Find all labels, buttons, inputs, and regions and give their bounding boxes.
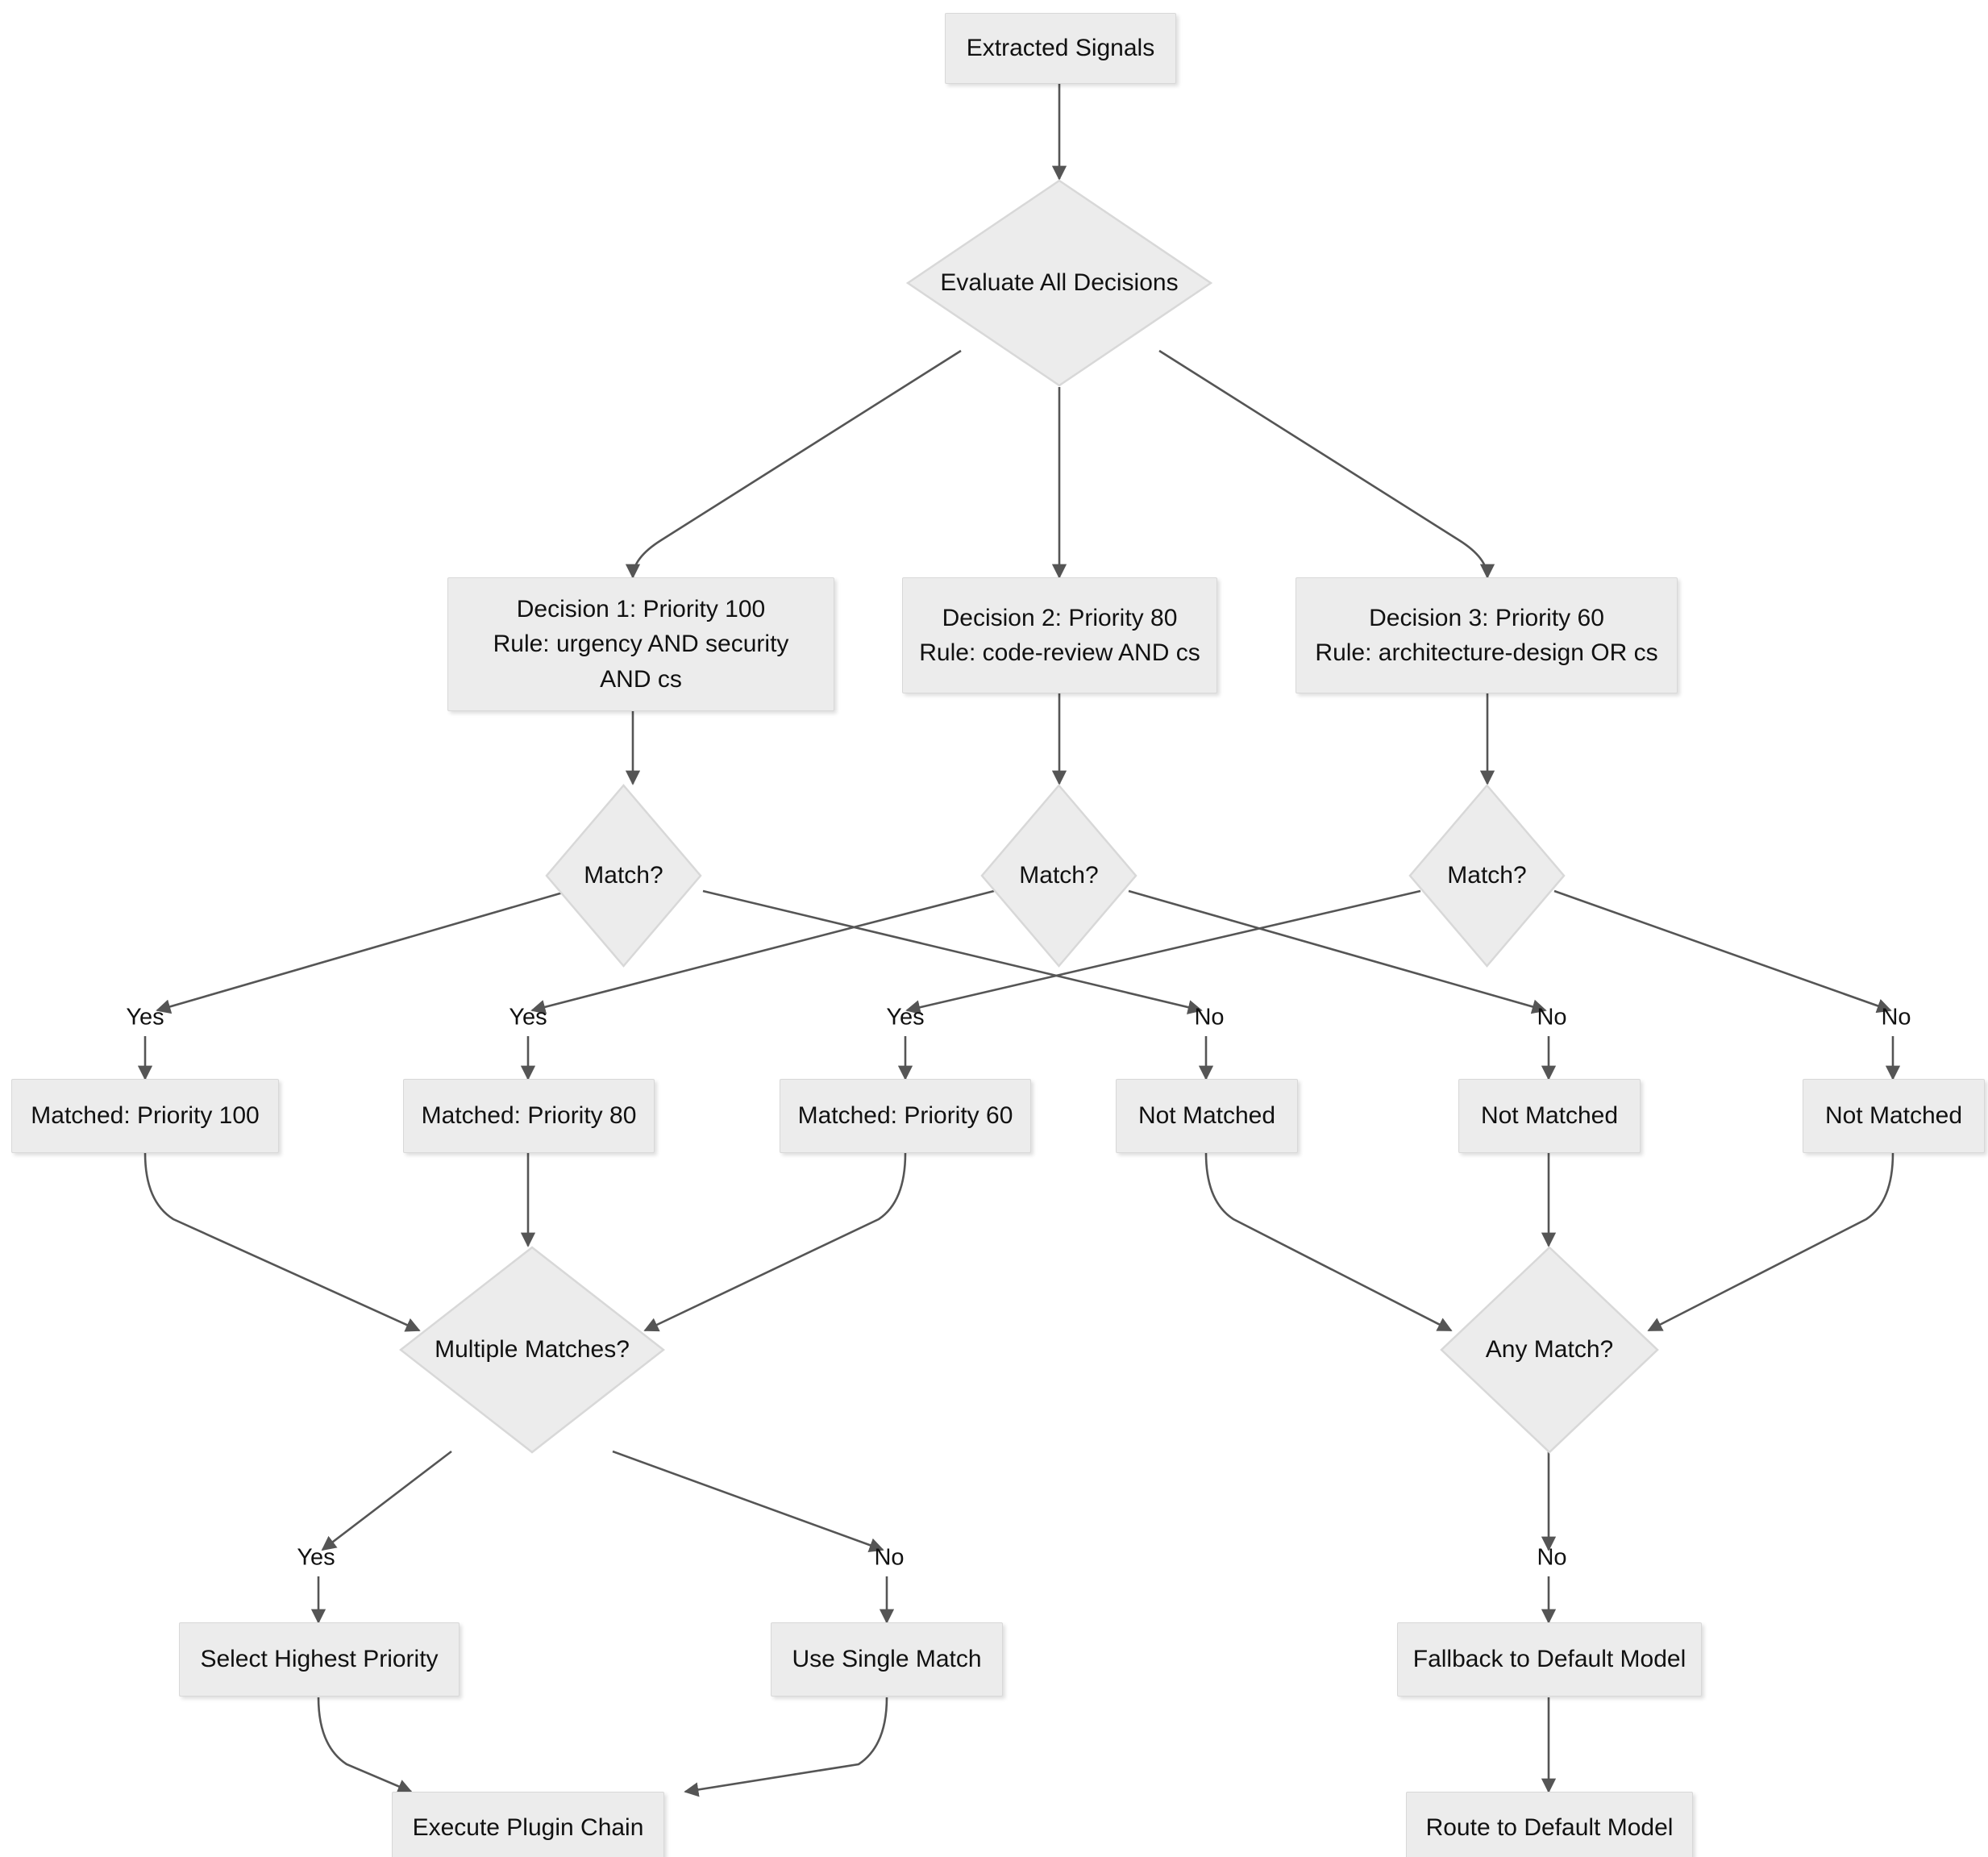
node-label: Not Matched	[1824, 1102, 1963, 1130]
node-label: Decision 1: Priority 100 Rule: urgency A…	[493, 595, 789, 693]
node-label: Select Highest Priority	[200, 1646, 439, 1673]
node-match-2[interactable]: Match?	[980, 784, 1137, 968]
node-any-match[interactable]: Any Match?	[1440, 1246, 1659, 1454]
node-multiple-matches[interactable]: Multiple Matches?	[399, 1246, 665, 1454]
edge-label-multiple-no: No	[874, 1544, 905, 1571]
edge-label-no-3: No	[1881, 1004, 1911, 1031]
node-label: Match?	[1019, 862, 1099, 889]
edge-select-execute	[317, 1697, 413, 1793]
node-evaluate-all-decisions[interactable]: Evaluate All Decisions	[906, 179, 1212, 387]
edge-label-no-2: No	[1537, 1004, 1567, 1031]
edge-notmatched1-any	[1204, 1152, 1453, 1332]
diamond-shape	[399, 1246, 665, 1454]
node-match-3[interactable]: Match?	[1408, 784, 1566, 968]
edge-label-multiple-yes: Yes	[297, 1544, 335, 1571]
edge-match2-no	[1128, 889, 1547, 1014]
edge-multiple-no	[612, 1450, 884, 1552]
edge-evaluate-decision3	[1158, 349, 1495, 579]
node-label: Any Match?	[1485, 1336, 1614, 1364]
node-not-matched-3[interactable]: Not Matched	[1803, 1079, 1985, 1153]
node-decision-1[interactable]: Decision 1: Priority 100 Rule: urgency A…	[447, 577, 834, 711]
node-label: Use Single Match	[792, 1646, 982, 1673]
node-extracted-signals[interactable]: Extracted Signals	[945, 13, 1176, 84]
node-label: Route to Default Model	[1425, 1814, 1674, 1842]
node-execute-plugin-chain[interactable]: Execute Plugin Chain	[392, 1792, 664, 1857]
node-decision-2[interactable]: Decision 2: Priority 80 Rule: code-revie…	[902, 577, 1217, 693]
node-route-to-default-model[interactable]: Route to Default Model	[1406, 1792, 1693, 1857]
edge-label-any-no: No	[1537, 1544, 1567, 1571]
node-use-single-match[interactable]: Use Single Match	[771, 1622, 1003, 1697]
edge-match2-yes	[530, 889, 995, 1014]
edge-match1-yes	[156, 889, 569, 1014]
edge-matched100-multiple	[143, 1152, 421, 1332]
node-label: Not Matched	[1137, 1102, 1276, 1130]
node-match-1[interactable]: Match?	[545, 784, 702, 968]
node-label: Decision 2: Priority 80 Rule: code-revie…	[919, 604, 1200, 667]
node-not-matched-2[interactable]: Not Matched	[1458, 1079, 1641, 1153]
node-label: Decision 3: Priority 60 Rule: architectu…	[1315, 604, 1658, 667]
node-label: Match?	[584, 862, 663, 889]
node-label: Execute Plugin Chain	[412, 1814, 644, 1842]
edge-notmatched3-any	[1647, 1152, 1894, 1332]
edge-match1-no	[702, 889, 1203, 1015]
node-label: Evaluate All Decisions	[940, 269, 1179, 297]
node-label: Matched: Priority 80	[421, 1102, 637, 1130]
node-matched-priority-100[interactable]: Matched: Priority 100	[11, 1079, 279, 1153]
node-matched-priority-60[interactable]: Matched: Priority 60	[780, 1079, 1031, 1153]
node-fallback-to-default-model[interactable]: Fallback to Default Model	[1397, 1622, 1702, 1697]
node-label: Matched: Priority 100	[31, 1102, 260, 1130]
node-label: Extracted Signals	[966, 35, 1155, 62]
node-label: Multiple Matches?	[435, 1336, 630, 1364]
diamond-shape	[1408, 784, 1566, 968]
node-label: Fallback to Default Model	[1412, 1646, 1686, 1673]
node-label: Match?	[1447, 862, 1527, 889]
edge-match3-yes	[905, 889, 1421, 1015]
node-matched-priority-80[interactable]: Matched: Priority 80	[403, 1079, 655, 1153]
node-not-matched-1[interactable]: Not Matched	[1116, 1079, 1298, 1153]
node-select-highest-priority[interactable]: Select Highest Priority	[179, 1622, 460, 1697]
edge-evaluate-decision1	[625, 349, 962, 579]
diamond-shape	[1440, 1246, 1659, 1454]
node-label: Not Matched	[1480, 1102, 1619, 1130]
edge-match3-no	[1553, 889, 1892, 1014]
edge-usesingle-execute	[684, 1697, 888, 1797]
edge-multiple-yes	[321, 1450, 452, 1551]
edge-label-yes-1: Yes	[126, 1004, 164, 1031]
diamond-shape	[906, 179, 1212, 387]
node-decision-3[interactable]: Decision 3: Priority 60 Rule: architectu…	[1296, 577, 1678, 693]
diamond-shape	[980, 784, 1137, 968]
edge-label-yes-2: Yes	[509, 1004, 547, 1031]
edge-label-no-1: No	[1194, 1004, 1225, 1031]
edge-label-yes-3: Yes	[886, 1004, 925, 1031]
diamond-shape	[545, 784, 702, 968]
node-label: Matched: Priority 60	[797, 1102, 1013, 1130]
edge-matched60-multiple	[643, 1152, 907, 1332]
